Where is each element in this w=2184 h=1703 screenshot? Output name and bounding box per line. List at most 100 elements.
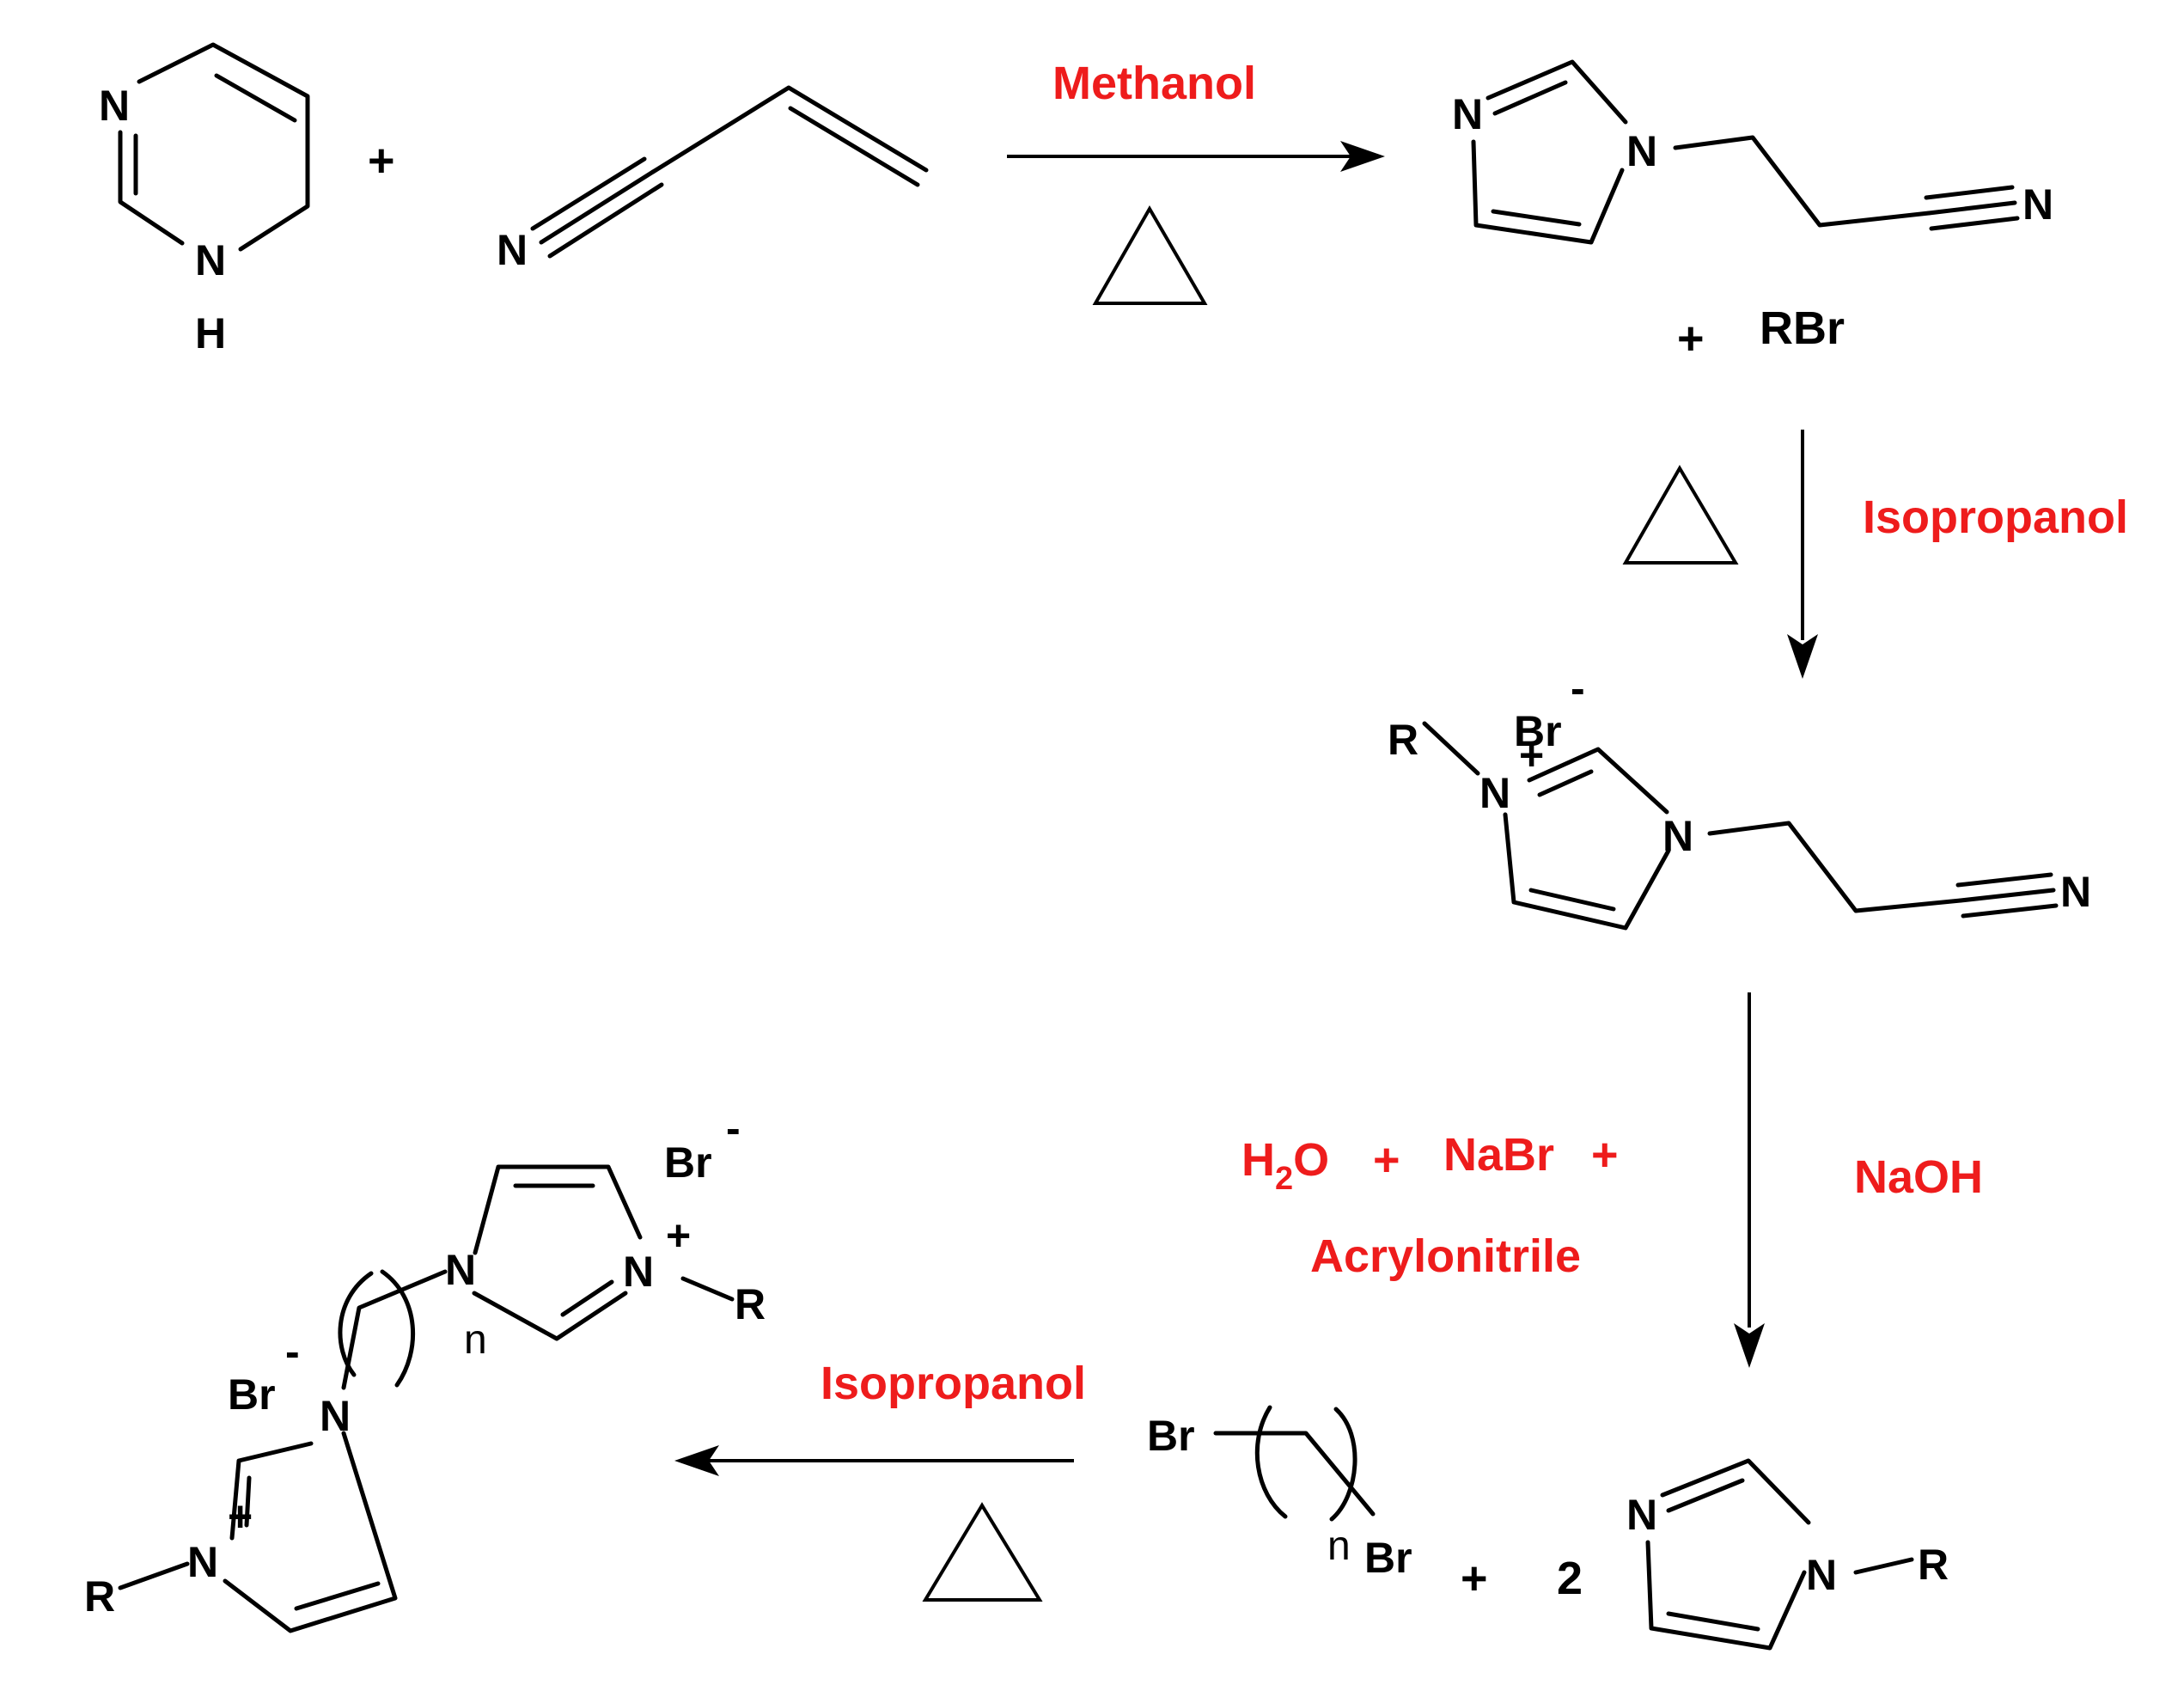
- atom-n: N: [99, 82, 130, 130]
- atom-n: N: [195, 236, 226, 284]
- bond: [1329, 1407, 1357, 1522]
- atom-n: N: [497, 226, 528, 274]
- atom-h: H: [195, 309, 226, 357]
- atom-n: N: [1479, 769, 1510, 817]
- negative-charge: -: [285, 1328, 300, 1376]
- bond: [788, 106, 920, 187]
- positive-charge: +: [228, 1492, 253, 1541]
- bond: [118, 1561, 190, 1590]
- atom-r: R: [84, 1572, 115, 1621]
- repeat-index-n: n: [1327, 1523, 1351, 1569]
- reaction-arrow-step1: [1007, 141, 1385, 172]
- bond: [1707, 821, 1963, 913]
- bond: [1492, 80, 1568, 116]
- plus-sign: +: [1591, 1129, 1619, 1181]
- repeat-index-n: n: [464, 1317, 487, 1363]
- bond: [1666, 1478, 1745, 1513]
- bond: [539, 169, 656, 245]
- bond: [223, 1431, 398, 1633]
- reagent-methanol: Methanol: [1052, 58, 1256, 109]
- bond: [680, 1276, 735, 1302]
- bond: [380, 1269, 416, 1388]
- bond: [1673, 135, 1931, 228]
- atom-br: Br: [1514, 707, 1562, 755]
- alkylimidazole-structure: N N R: [1626, 1458, 1949, 1651]
- bond: [1213, 1431, 1376, 1517]
- bond: [1485, 59, 1628, 125]
- reagent-naoh: NaOH: [1854, 1151, 1983, 1203]
- bond: [547, 182, 664, 259]
- bond: [1528, 888, 1616, 912]
- atom-n: N: [2022, 180, 2053, 229]
- heat-triangle-icon: [1092, 204, 1208, 305]
- bond: [1924, 185, 2015, 200]
- bond: [1491, 209, 1582, 227]
- dibromoalkane-structure: Br n Br: [1147, 1405, 1412, 1582]
- bis-imidazolium-dibromide-structure: N N + R Br - n N Br - + N R: [84, 1104, 766, 1633]
- bond: [341, 1269, 448, 1390]
- atom-n: N: [445, 1246, 476, 1294]
- bond: [1537, 769, 1594, 797]
- bond: [1926, 200, 2017, 216]
- plus-sign: +: [1373, 1134, 1400, 1186]
- bond: [650, 85, 929, 174]
- positive-charge: +: [666, 1212, 691, 1260]
- atom-n: N: [1806, 1551, 1837, 1599]
- atom-n: N: [1662, 812, 1693, 860]
- atom-n: N: [1626, 1491, 1657, 1539]
- plus-sign: +: [1461, 1553, 1488, 1604]
- bond: [1961, 903, 2059, 919]
- byproduct-nabr: NaBr: [1443, 1129, 1554, 1181]
- bond: [137, 42, 310, 252]
- byproduct-water: H2O: [1241, 1134, 1329, 1197]
- atom-br: Br: [1364, 1534, 1412, 1582]
- bond: [229, 1441, 314, 1541]
- plus-sign: +: [1677, 313, 1705, 364]
- atom-br: Br: [664, 1138, 712, 1187]
- bond: [1422, 721, 1480, 776]
- bond: [1955, 872, 2053, 888]
- dihydropyrimidine-structure: N N H: [99, 42, 310, 357]
- atom-n: N: [320, 1392, 351, 1440]
- bond: [1503, 812, 1671, 931]
- reaction-arrow-step3: [1734, 992, 1765, 1368]
- bond: [1958, 888, 2056, 903]
- atom-n: N: [1626, 127, 1657, 175]
- imidazolium-bromide-nitrile-structure: R N Br + - N N: [1388, 664, 2091, 931]
- bond: [1527, 747, 1669, 815]
- reagent-isopropanol: Isopropanol: [1863, 491, 2128, 543]
- atom-br: Br: [1147, 1412, 1195, 1460]
- bond: [472, 1291, 628, 1341]
- reagent-isopropanol: Isopropanol: [821, 1358, 1086, 1409]
- atom-r: R: [1918, 1541, 1949, 1589]
- heat-triangle-icon: [922, 1502, 1043, 1602]
- bond: [1666, 1611, 1760, 1632]
- plus-sign: +: [368, 135, 395, 186]
- bond: [338, 1271, 374, 1377]
- byproduct-acrylonitrile: Acrylonitrile: [1310, 1230, 1581, 1282]
- bond: [1660, 1458, 1811, 1525]
- bond: [1853, 1557, 1914, 1575]
- bond: [530, 156, 647, 231]
- positive-charge: +: [1519, 731, 1544, 779]
- bond: [244, 1475, 252, 1528]
- atom-r: R: [1388, 716, 1418, 764]
- reaction-arrow-step2: [1787, 430, 1818, 679]
- negative-charge: -: [1571, 664, 1585, 712]
- byproducts: H2O + NaBr + Acrylonitrile: [1241, 1129, 1619, 1282]
- bond: [1929, 216, 2020, 231]
- bond: [214, 73, 297, 123]
- cyanoethyl-imidazole-structure: N N N: [1452, 59, 2053, 245]
- bond: [294, 1581, 381, 1611]
- bond: [473, 1164, 643, 1255]
- stoichiometric-coefficient: 2: [1557, 1553, 1583, 1604]
- atom-n: N: [1452, 90, 1483, 138]
- reaction-arrow-step4: [674, 1445, 1074, 1476]
- atom-n: N: [187, 1538, 218, 1586]
- reagent-rbr: RBr: [1760, 302, 1845, 354]
- bond: [118, 130, 185, 246]
- heat-triangle-icon: [1622, 465, 1739, 565]
- atom-br: Br: [228, 1370, 276, 1419]
- atom-n: N: [2060, 868, 2091, 916]
